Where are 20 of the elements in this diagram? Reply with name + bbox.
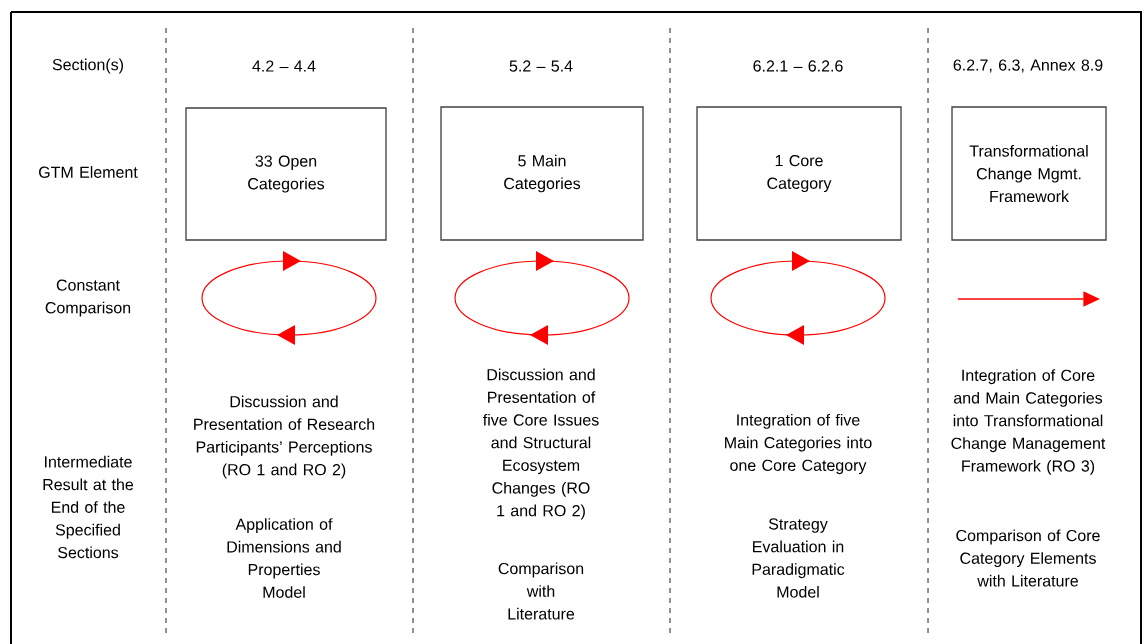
row-header: Constant Comparison xyxy=(45,279,131,317)
category-box: 1 Core Category xyxy=(696,106,902,241)
section-number: 6.2.7, 6.3, Annex 8.9 xyxy=(953,59,1103,73)
result-text: Comparison of Core Category Elements with Literature xyxy=(956,529,1100,587)
section-number: 6.2.1 – 6.2.6 xyxy=(753,60,843,72)
result-text: Strategy Evaluation in Paradigmatic Model xyxy=(752,518,845,598)
category-box: 5 Main Categories xyxy=(440,106,644,241)
result-text: Integration of Core and Main Categories into Transformational Change Management Framework (RO 3) xyxy=(951,369,1106,475)
section-number: 4.2 – 4.4 xyxy=(252,60,316,72)
result-text: Application of Dimensions and Properties Model xyxy=(227,518,341,598)
row-header: Section(s) xyxy=(52,58,123,74)
category-box: 33 Open Categories xyxy=(185,107,387,241)
category-box: Transformational Change Mgmt. Framework xyxy=(951,106,1107,241)
result-text: Discussion and Presentation of five Core Issues and Structural Ecosystem Changes (RO 1 and RO 2) xyxy=(483,368,599,520)
result-text: Discussion and Presentation of Research Participants’ Perceptions (RO 1 and RO 2) xyxy=(194,395,375,479)
result-text: Integration of five Main Categories into one Core Category xyxy=(725,413,872,475)
result-text: Comparison with Literature xyxy=(498,562,584,620)
row-header: Intermediate Result at the End of the Specified Sections xyxy=(43,455,134,559)
row-header: GTM Element xyxy=(39,166,138,178)
section-number: 5.2 – 5.4 xyxy=(509,60,573,72)
